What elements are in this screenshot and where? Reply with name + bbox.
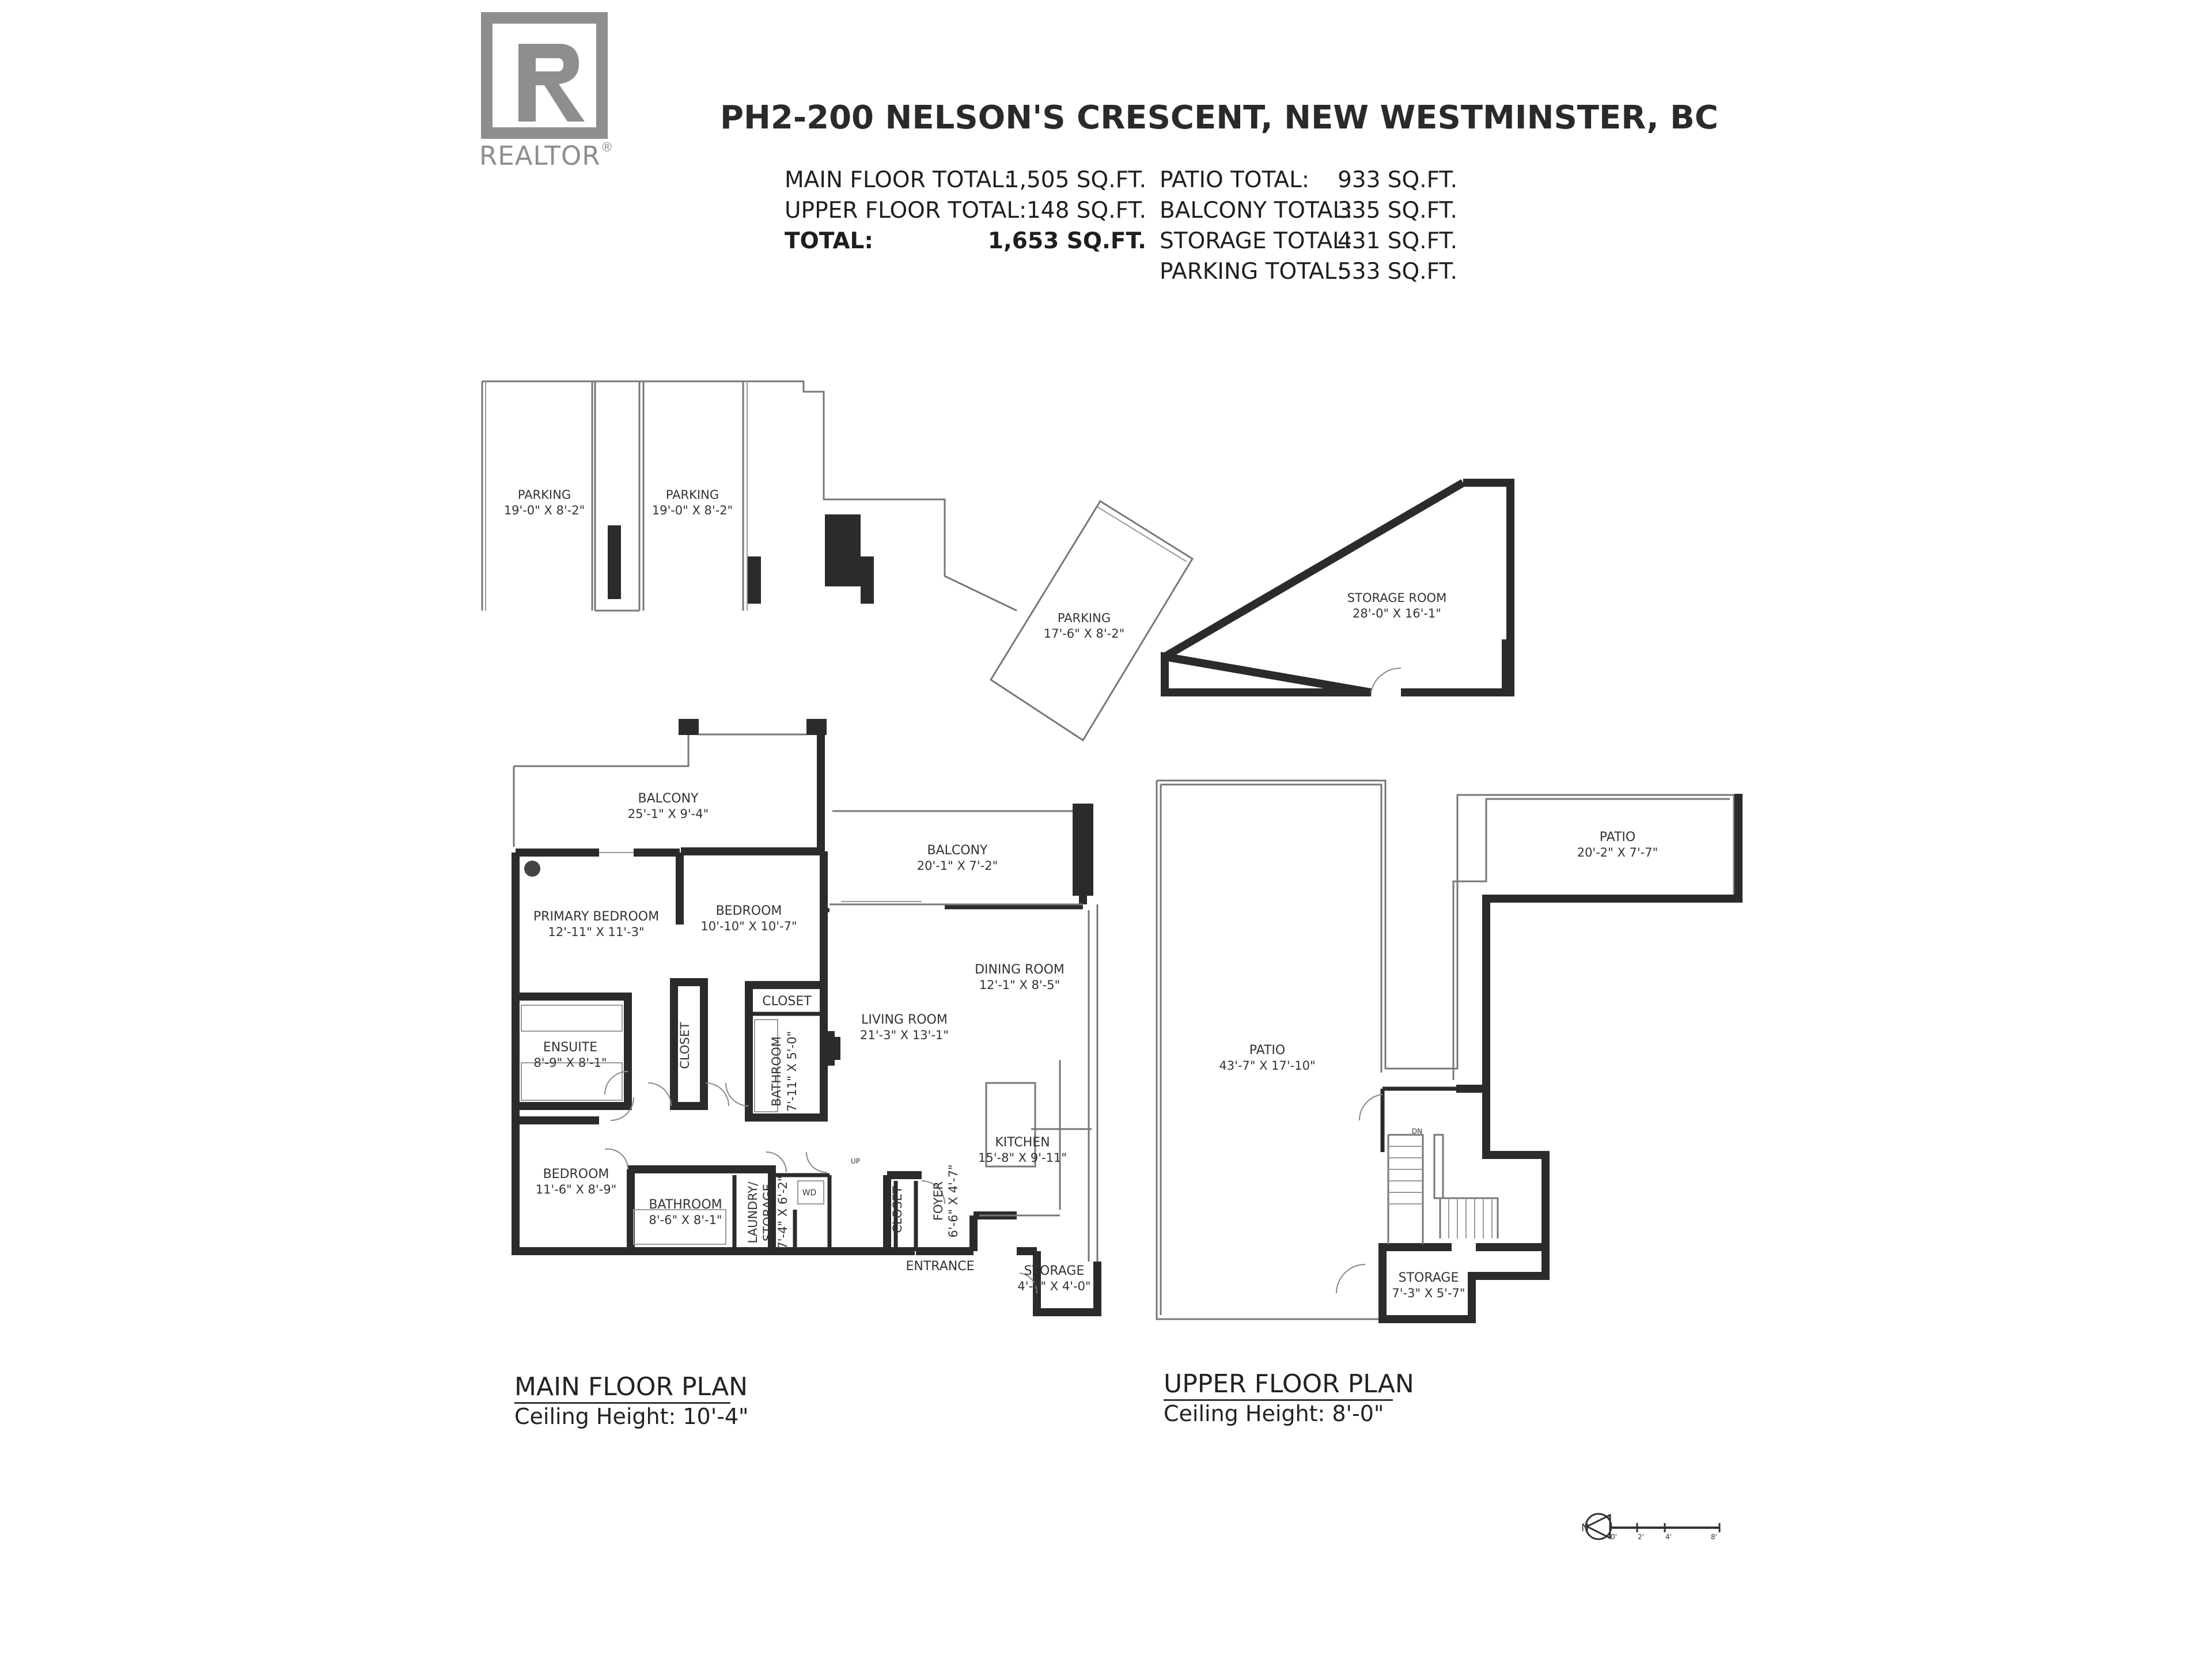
label-dn: DN <box>1412 1127 1422 1135</box>
upper-floor-total-value: 148 SQ.FT. <box>1026 198 1146 224</box>
label-bathroom-2: BATHROOM <box>649 1198 722 1212</box>
upper-floor-ceiling-height: Ceiling Height: 8'-0" <box>1164 1401 1384 1426</box>
label-closet-2: CLOSET <box>678 1022 692 1069</box>
upper-floor-total-label: UPPER FLOOR TOTAL: <box>785 198 1027 224</box>
main-floor-plan-caption: MAIN FLOOR PLAN Ceiling Height: 10'-4" <box>514 1372 749 1429</box>
label-storage-main: STORAGE <box>1024 1264 1085 1278</box>
label-bathroom-vertical: BATHROOM <box>770 1036 783 1107</box>
dims-foyer: 6'-6" X 4'-7" <box>946 1164 960 1237</box>
upper-floor-plan-caption: UPPER FLOOR PLAN Ceiling Height: 8'-0" <box>1164 1369 1414 1426</box>
dims-storage-upper: 7'-3" X 5'-7" <box>1392 1286 1465 1300</box>
dims-parking-3: 17'-6" X 8'-2" <box>1044 627 1125 641</box>
label-foyer: FOYER <box>931 1181 945 1221</box>
dims-laundry: 7'-4" X 6'-2" <box>776 1176 790 1249</box>
label-laundry: LAUNDRY/ <box>746 1181 760 1244</box>
dims-bathroom-vertical: 7'-11" X 5'-0" <box>785 1031 799 1112</box>
page-title: PH2-200 NELSON'S CRESCENT, NEW WESTMINST… <box>720 99 1718 137</box>
scale-mark-4: 4' <box>1665 1533 1672 1541</box>
label-bedroom-1: BEDROOM <box>716 904 782 918</box>
dims-bedroom-2: 11'-6" X 8'-9" <box>536 1183 617 1196</box>
dims-patio-big: 43'-7" X 17'-10" <box>1219 1059 1315 1073</box>
upper-floor-plan-rule <box>1164 1399 1393 1401</box>
parking-total-label: PARKING TOTAL: <box>1160 259 1344 285</box>
dims-patio-top: 20'-2" X 7'-7" <box>1577 846 1658 859</box>
balcony-total-label: BALCONY TOTAL: <box>1160 198 1353 224</box>
label-primary-bedroom: PRIMARY BEDROOM <box>533 910 659 924</box>
label-closet-3: CLOSET <box>891 1186 904 1233</box>
scale-mark-0: 0' <box>1611 1533 1617 1541</box>
dims-bedroom-1: 10'-10" X 10'-7" <box>700 919 797 933</box>
storage-total-label: STORAGE TOTAL: <box>1160 228 1353 254</box>
realtor-logo: REALTOR® <box>478 9 625 176</box>
dims-ensuite: 8'-9" X 8'-1" <box>533 1056 607 1070</box>
dims-parking-2: 19'-0" X 8'-2" <box>652 503 733 517</box>
main-floor-total-label: MAIN FLOOR TOTAL: <box>785 167 1012 193</box>
upper-floor-outline <box>1156 779 1743 1323</box>
label-patio-big: PATIO <box>1249 1043 1285 1058</box>
dims-bathroom-2: 8'-6" X 8'-1" <box>649 1213 722 1227</box>
balcony-total-value: 335 SQ.FT. <box>1337 198 1457 224</box>
main-floor-total-value: 1,505 SQ.FT. <box>1005 167 1146 193</box>
label-entrance: ENTRANCE <box>906 1259 975 1274</box>
label-bedroom-2: BEDROOM <box>543 1167 609 1181</box>
dims-balcony-2: 20'-1" X 7'-2" <box>917 859 998 873</box>
label-storage-room: STORAGE ROOM <box>1347 591 1446 605</box>
label-balcony-1: BALCONY <box>638 791 699 806</box>
label-parking-3: PARKING <box>1058 611 1111 625</box>
label-wd: WD <box>802 1188 817 1198</box>
realtor-logo-mark <box>481 12 608 139</box>
north-arrow-scale: N 0' 2' 4' 8' <box>1581 1513 1721 1541</box>
label-parking-2: PARKING <box>666 488 719 502</box>
dims-living-room: 21'-3" X 13'-1" <box>860 1028 949 1042</box>
grand-total-label: TOTAL: <box>785 228 873 254</box>
dims-storage-main: 4'-8" X 4'-0" <box>1017 1279 1090 1293</box>
label-living-room: LIVING ROOM <box>861 1013 948 1027</box>
label-laundry-2: STORAGE <box>761 1184 775 1241</box>
label-kitchen: KITCHEN <box>995 1135 1050 1150</box>
main-floor-plan-title: MAIN FLOOR PLAN <box>514 1372 748 1402</box>
label-storage-upper: STORAGE <box>1399 1271 1459 1285</box>
label-parking-1: PARKING <box>518 488 571 502</box>
dims-primary-bedroom: 12'-11" X 11'-3" <box>548 925 644 939</box>
scale-mark-2: 2' <box>1638 1533 1644 1541</box>
patio-total-value: 933 SQ.FT. <box>1337 167 1457 193</box>
parking-total-value: 533 SQ.FT. <box>1337 259 1457 285</box>
grand-total-value: 1,653 SQ.FT. <box>987 228 1146 254</box>
dims-parking-1: 19'-0" X 8'-2" <box>504 503 585 517</box>
dims-storage-room: 28'-0" X 16'-1" <box>1353 607 1441 620</box>
realtor-logo-text: REALTOR <box>479 141 601 171</box>
label-balcony-2: BALCONY <box>927 843 988 858</box>
north-label: N <box>1581 1522 1589 1534</box>
upper-floor-plan-title: UPPER FLOOR PLAN <box>1164 1369 1414 1399</box>
storage-total-value: 431 SQ.FT. <box>1337 228 1457 254</box>
realtor-registered-mark: ® <box>600 141 614 155</box>
storage-room-outline <box>1161 479 1514 696</box>
scale-mark-8: 8' <box>1711 1533 1717 1541</box>
main-floor-plan-rule <box>514 1402 730 1404</box>
dims-balcony-1: 25'-1" X 9'-4" <box>628 807 709 821</box>
label-patio-top: PATIO <box>1600 830 1635 844</box>
dims-dining-room: 12'-1" X 8'-5" <box>979 978 1060 992</box>
main-floor-outline <box>512 719 1101 1316</box>
label-closet-1: CLOSET <box>762 994 812 1009</box>
parking-area <box>481 380 1194 742</box>
label-dining-room: DINING ROOM <box>975 963 1065 977</box>
main-floor-ceiling-height: Ceiling Height: 10'-4" <box>514 1404 749 1429</box>
dims-kitchen: 15'-8" X 9'-11" <box>978 1151 1067 1165</box>
patio-total-label: PATIO TOTAL: <box>1160 167 1309 193</box>
label-up: UP <box>851 1157 860 1165</box>
label-ensuite: ENSUITE <box>543 1040 597 1055</box>
